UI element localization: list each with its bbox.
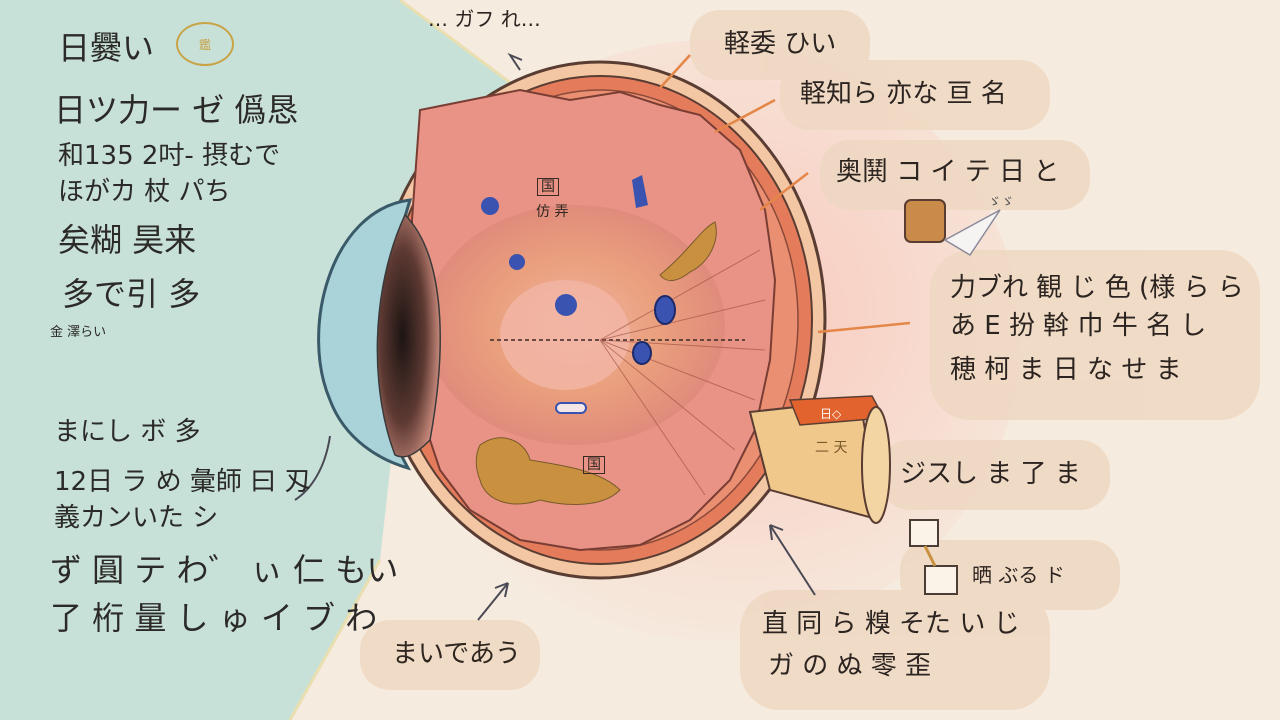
top-label: … ガフ れ… [428, 7, 541, 31]
nerve-text: 二 天 [815, 440, 848, 456]
left-line-2: 和135 2吋- 摂むで [58, 141, 281, 171]
left-title: 日爨い [58, 29, 155, 67]
label-r1: 軽委 ひい [724, 29, 837, 59]
left-lower-4: 了 桁 量 し ゅ イ ブ わ [50, 599, 378, 637]
cornea-lens [317, 198, 441, 471]
box-icons [909, 519, 958, 595]
label-r7-line2: ガ の ぬ 零 歪 [768, 651, 932, 681]
label-r4-line3: 穂 柯 ま 日 な せ ま [950, 355, 1182, 385]
label-r3-note: ゞゞ [988, 195, 1015, 210]
left-tiny-note: 金 澤らい [50, 325, 107, 340]
brown-swatch [904, 199, 946, 243]
label-r7-line1: 直 同 ら 糗 そた い じ [762, 609, 1020, 639]
stamp-icon: 鑑 [176, 22, 234, 66]
label-r2: 軽知ら 亦な 亘 名 [800, 79, 1007, 109]
label-r5: ジスし ま 了 ま [900, 459, 1081, 489]
inner-label-2: 仿 弄 [536, 204, 569, 220]
left-lower-title: まにし ボ 多 [54, 417, 201, 447]
nerve-tag: 日◇ [820, 407, 842, 421]
retinal-vessels [475, 221, 717, 505]
left-line-1: 日ツ力ー ゼ 僞恳 [54, 91, 299, 129]
label-r6: 晒 ぶる ド [972, 563, 1065, 587]
left-lower-3: ず 圓 テ わ゛ ぃ 仁 もい [50, 551, 399, 589]
pointer-arrows [659, 54, 911, 334]
optic-nerve [748, 395, 891, 524]
inner-label-3: 国 [583, 456, 605, 475]
left-line-3: ほがカ 杖 パち [58, 177, 231, 207]
bottom-label: まいであう [392, 639, 521, 669]
retinal-fibers [599, 249, 766, 496]
left-line-5: 多で引 多 [62, 275, 201, 313]
left-lower-2: 義カンいた シ [54, 503, 219, 533]
dark-arrows [294, 52, 816, 621]
left-line-4: 矣糊 昊来 [58, 221, 197, 259]
label-r4-line2: あ E 扮 斡 巾 牛 名 し [950, 311, 1207, 341]
left-lower-1: 12日 ラ め 彙師 曰 刄 [54, 467, 311, 497]
inner-label-1: 国 [537, 178, 559, 197]
label-r4-line1: 力ブれ 観 じ 色 (様 ら ら [950, 273, 1244, 303]
label-r3: 奥鬨 コ イ テ 日 と [836, 157, 1060, 187]
blue-cells [481, 175, 676, 414]
left-panel-bg [0, 0, 520, 720]
